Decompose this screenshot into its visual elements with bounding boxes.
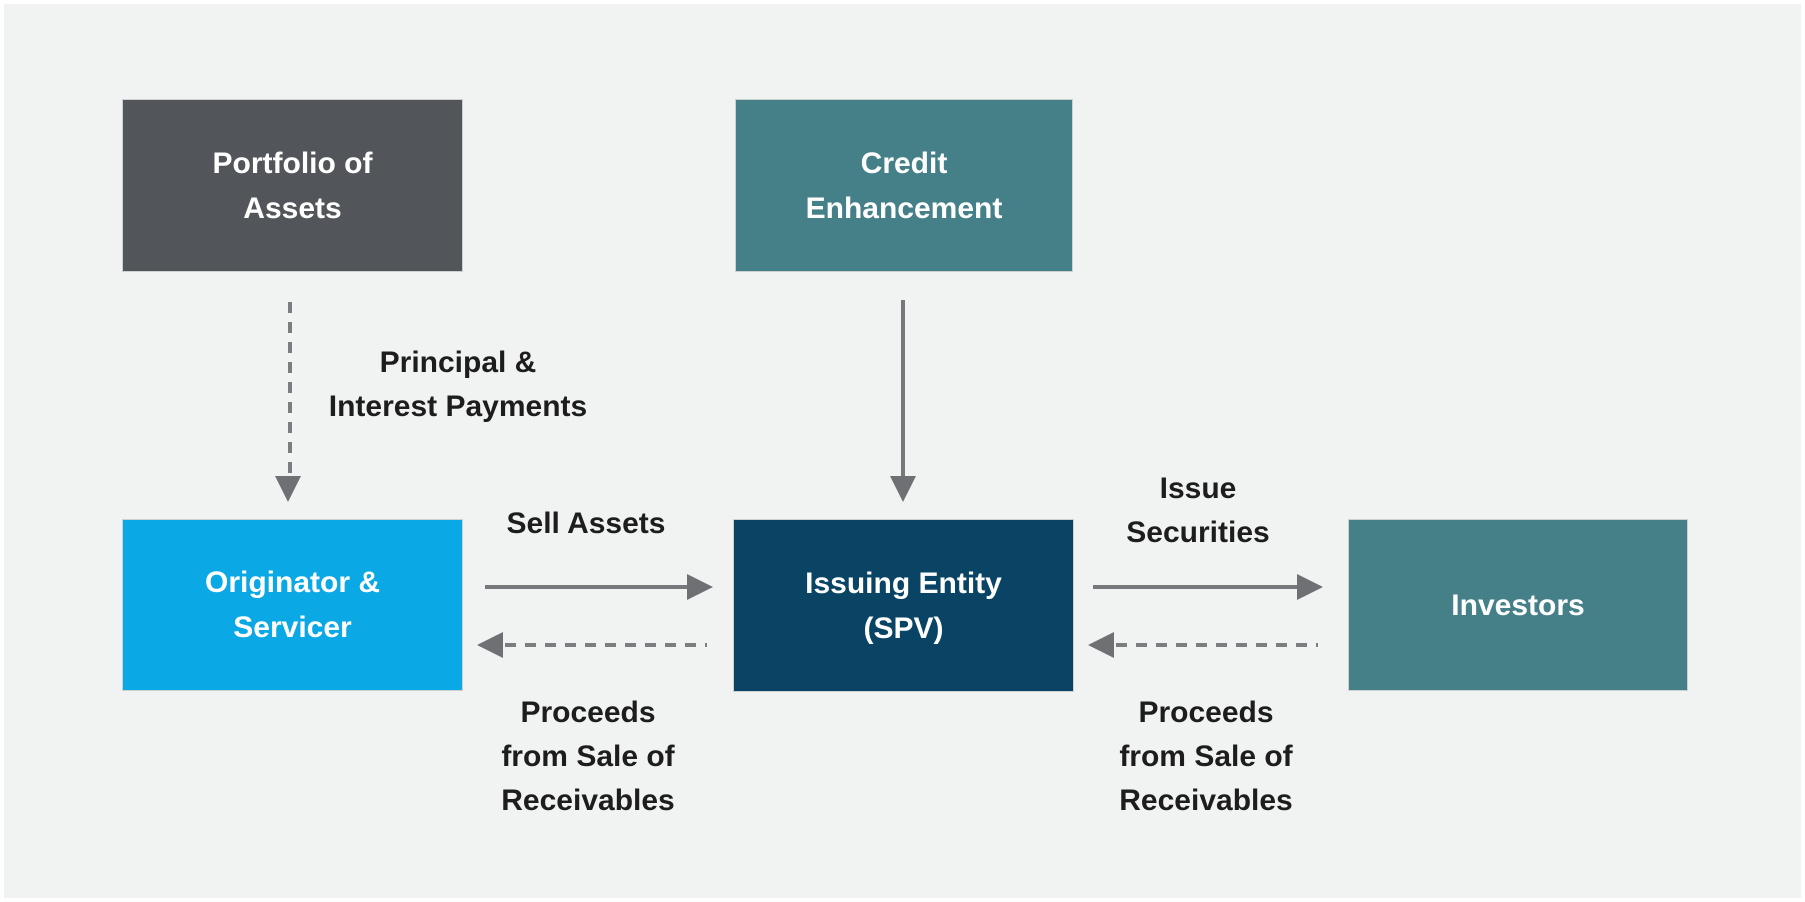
node-investors-label: Investors (1451, 588, 1585, 622)
arrow-sell-assets-line (485, 585, 688, 589)
node-originator-label: Originator & Servicer (204, 566, 380, 644)
label-proceeds-from-sale-left: Proceeds from Sale of Receivables (501, 696, 675, 817)
arrow-proceeds-right-head-icon (1088, 632, 1114, 658)
arrow-issue-securities-head-icon (1297, 574, 1323, 600)
label-issue-securities: Issue Securities (1126, 472, 1270, 549)
label-sell-assets: Sell Assets (506, 507, 666, 540)
arrow-sell-assets-head-icon (687, 574, 713, 600)
node-spv-label: Issuing Entity (SPV) (805, 566, 1002, 645)
node-originator-servicer: Originator & Servicer (122, 519, 463, 691)
arrow-credit-support-head-icon (890, 476, 916, 502)
arrow-credit-support-line (901, 300, 905, 478)
node-investors: Investors (1348, 519, 1688, 691)
arrow-proceeds-left-head-icon (477, 632, 503, 658)
label-proceeds-from-sale-right: Proceeds from Sale of Receivables (1119, 696, 1293, 817)
label-principal-interest-payments: Principal & Interest Payments (328, 346, 588, 423)
node-credit-enhancement: Credit Enhancement (735, 99, 1073, 272)
node-portfolio-of-assets: Portfolio of Assets (122, 99, 463, 272)
node-portfolio-label: Portfolio of Assets (212, 146, 373, 225)
node-issuing-entity-spv: Issuing Entity (SPV) (733, 519, 1074, 692)
node-credit-label: Credit Enhancement (805, 146, 1003, 225)
arrow-proceeds-left-line (505, 643, 707, 647)
arrow-principal-interest-head-icon (275, 476, 301, 502)
arrow-issue-securities-line (1093, 585, 1298, 589)
arrow-principal-interest-line (288, 302, 292, 476)
arrow-proceeds-right-line (1116, 643, 1318, 647)
